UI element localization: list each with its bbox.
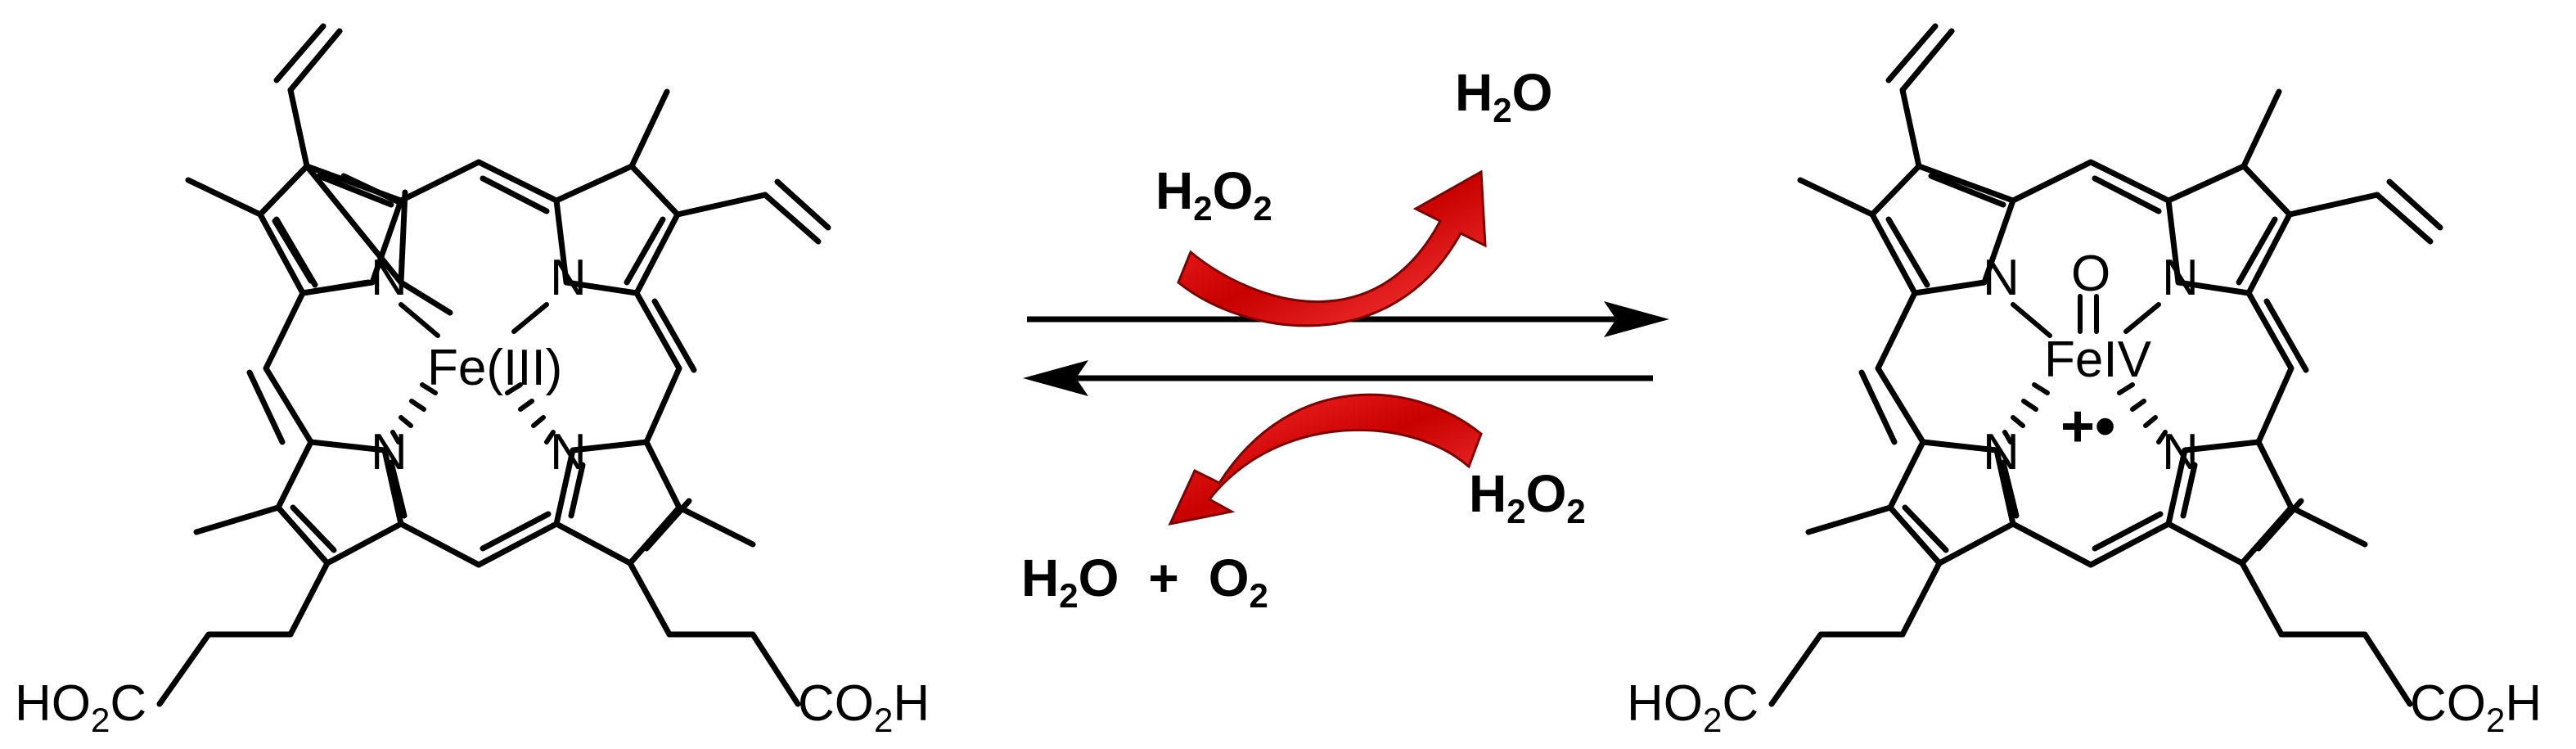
svg-text:CO2H: CO2H [2410, 675, 2542, 739]
left-coordination [390, 302, 556, 444]
left-iron-label: Fe(III) [427, 340, 562, 396]
reverse-arrowhead [1023, 360, 1088, 396]
right-iron-label: FeIV [2044, 332, 2152, 388]
svg-text:HO2C: HO2C [1627, 675, 1759, 739]
right-radical-cation: +• [2060, 394, 2115, 459]
left-n2: N [550, 250, 587, 306]
left-hash-bond-1 [390, 382, 438, 444]
left-acid-right: CO2H [798, 675, 930, 739]
reverse-curved-arrow [1168, 393, 1483, 526]
left-n3: N [371, 424, 408, 481]
forward-product-h2o: H2O [1455, 63, 1552, 129]
right-n3: N [1983, 424, 2020, 481]
right-nitrogen-atoms: N N N N [1983, 250, 2199, 481]
left-nitrogen-atoms: N N N N [371, 250, 587, 481]
left-skeleton [156, 23, 831, 707]
right-n2: N [2162, 250, 2199, 306]
left-n4: N [550, 424, 587, 481]
right-n1: N [1983, 250, 2020, 306]
right-acid-right: CO2H [2410, 675, 2542, 739]
svg-text:CO2H: CO2H [798, 675, 930, 739]
right-acid-left: HO2C [1627, 675, 1759, 739]
left-acid-left: HO2C [15, 675, 146, 739]
left-hash-bond-2 [505, 382, 556, 444]
reverse-reactant-h2o2: H2O2 [1469, 464, 1586, 530]
forward-arrowhead [1604, 301, 1669, 337]
forward-curved-arrow [1177, 169, 1487, 327]
right-n4: N [2162, 424, 2199, 481]
right-skeleton [1768, 23, 2443, 707]
right-oxo-label: O [2071, 246, 2110, 302]
svg-text:HO2C: HO2C [15, 675, 146, 739]
reverse-products: H2O+O2 [1021, 548, 1268, 615]
forward-reactant-h2o2: H2O2 [1155, 161, 1272, 228]
left-n1: N [371, 250, 408, 306]
